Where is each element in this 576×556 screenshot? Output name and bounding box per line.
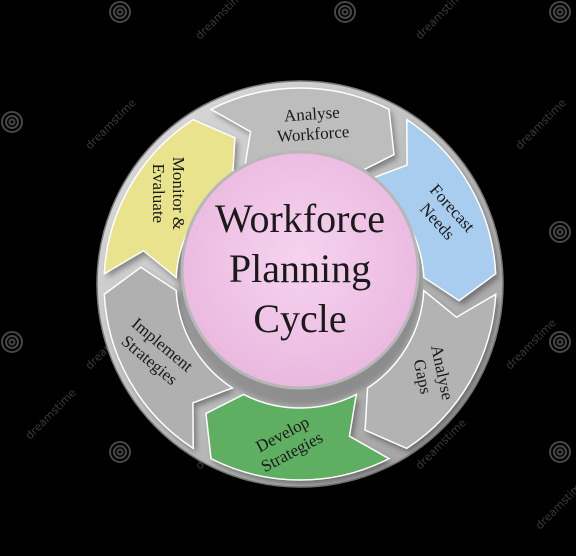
watermark-spiral-icon (1, 111, 23, 133)
center-title-line-1: Workforce (215, 196, 385, 241)
center-title-line-2: Planning (229, 246, 371, 291)
watermark-text: dreamstime (533, 476, 576, 532)
watermark-spiral-icon (549, 221, 571, 243)
watermark-spiral-icon (334, 1, 356, 23)
step-label-line: Monitor & (169, 157, 188, 230)
watermark-text: dreamstime (83, 96, 139, 152)
watermark-spiral-icon (549, 331, 571, 353)
watermark-spiral-icon (549, 441, 571, 463)
watermark-spiral-icon (1, 331, 23, 353)
center-circle (180, 150, 420, 390)
step-arrow (205, 393, 391, 481)
step-monitor-evaluate: Monitor &Evaluate (103, 118, 238, 282)
watermark-text: dreamstime (193, 0, 249, 42)
watermark-spiral-icon (549, 1, 571, 23)
step-arrow (364, 288, 497, 450)
step-arrow (103, 266, 235, 450)
step-label-line: Evaluate (149, 164, 168, 223)
watermark-text: dreamstime (513, 96, 569, 152)
step-label-line: Analyse (283, 103, 340, 126)
center-title-line-3: Cycle (253, 296, 346, 341)
step-arrow (103, 118, 236, 280)
watermark-spiral-icon (109, 1, 131, 23)
step-label-line: Workforce (277, 122, 350, 146)
watermark-text: dreamstime (23, 386, 79, 442)
watermark-spiral-icon (109, 441, 131, 463)
watermark-text: dreamstime (413, 0, 469, 42)
cycle-steps: AnalyseWorkforceForecastNeedsAnalyseGaps… (103, 87, 499, 485)
